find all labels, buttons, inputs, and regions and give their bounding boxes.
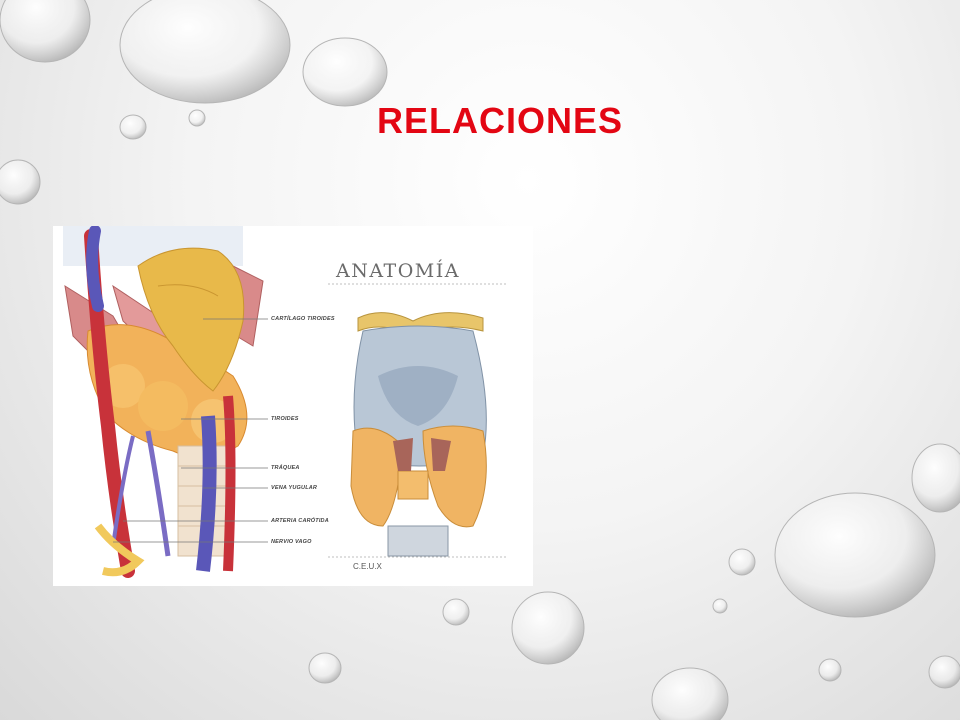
label-thyroid-cartilage: CARTÍLAGO TIROIDES [271, 316, 335, 322]
label-thyroid: TIROIDES [271, 416, 299, 422]
figure-credit: C.E.U.X [353, 562, 382, 571]
label-trachea: TRÁQUEA [271, 465, 300, 471]
label-jugular-vein: VENA YUGULAR [271, 485, 318, 491]
anatomy-illustration [53, 226, 508, 586]
label-carotid-artery: ARTERIA CARÓTIDA [271, 518, 329, 524]
slide-title: RELACIONES [376, 100, 624, 141]
anatomy-figure: ANATOMÍA CARTÍLAGO TIROIDES TIROIDES TRÁ… [53, 226, 533, 586]
figure-heading: ANATOMÍA [336, 260, 460, 282]
label-vagus-nerve: NERVIO VAGO [271, 539, 312, 545]
